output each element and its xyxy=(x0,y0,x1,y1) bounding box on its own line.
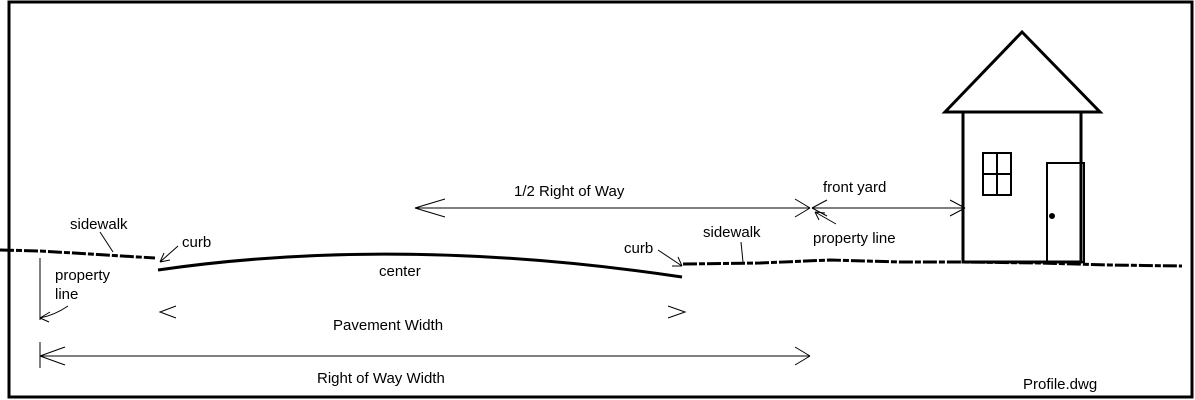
house-roof xyxy=(941,29,1104,114)
sidewalk-right-leader xyxy=(740,241,744,263)
pavement-width-right-marker xyxy=(667,305,687,319)
property-line-right-arrow xyxy=(814,211,837,225)
curb-right-arrow xyxy=(657,249,683,267)
half-row-label: 1/2 Right of Way xyxy=(514,183,625,200)
ground-line-right xyxy=(682,258,1183,268)
property-line-left-label-line1: property xyxy=(55,267,111,284)
drawing-frame xyxy=(7,0,1194,399)
curb-left-arrow xyxy=(159,245,179,263)
property-line-left-arrow xyxy=(39,258,69,323)
pavement-width-label: Pavement Width xyxy=(333,317,443,334)
house-wall xyxy=(961,110,1083,264)
front-yard-dimension xyxy=(811,199,966,217)
sidewalk-right-label: sidewalk xyxy=(703,224,761,241)
property-line-left-label-line2: line xyxy=(55,286,78,303)
property-line-right-label: property line xyxy=(813,230,896,247)
row-width-dimension xyxy=(39,342,811,368)
house-door-knob xyxy=(1049,213,1055,219)
file-name-label: Profile.dwg xyxy=(1023,376,1097,393)
property-line-left-label: property line xyxy=(55,267,114,303)
half-row-dimension xyxy=(414,198,811,218)
sidewalk-left-leader xyxy=(99,231,114,253)
row-width-label: Right of Way Width xyxy=(317,370,445,387)
sidewalk-left-label: sidewalk xyxy=(70,216,128,233)
house xyxy=(941,29,1104,264)
house-door xyxy=(1046,162,1085,263)
curb-right-label: curb xyxy=(624,240,653,257)
pavement-width-left-marker xyxy=(158,305,177,319)
center-label: center xyxy=(379,263,421,280)
ground-line-left xyxy=(0,248,156,260)
front-yard-label: front yard xyxy=(823,179,886,196)
curb-left-label: curb xyxy=(182,234,211,251)
pavement-crown xyxy=(157,252,683,279)
